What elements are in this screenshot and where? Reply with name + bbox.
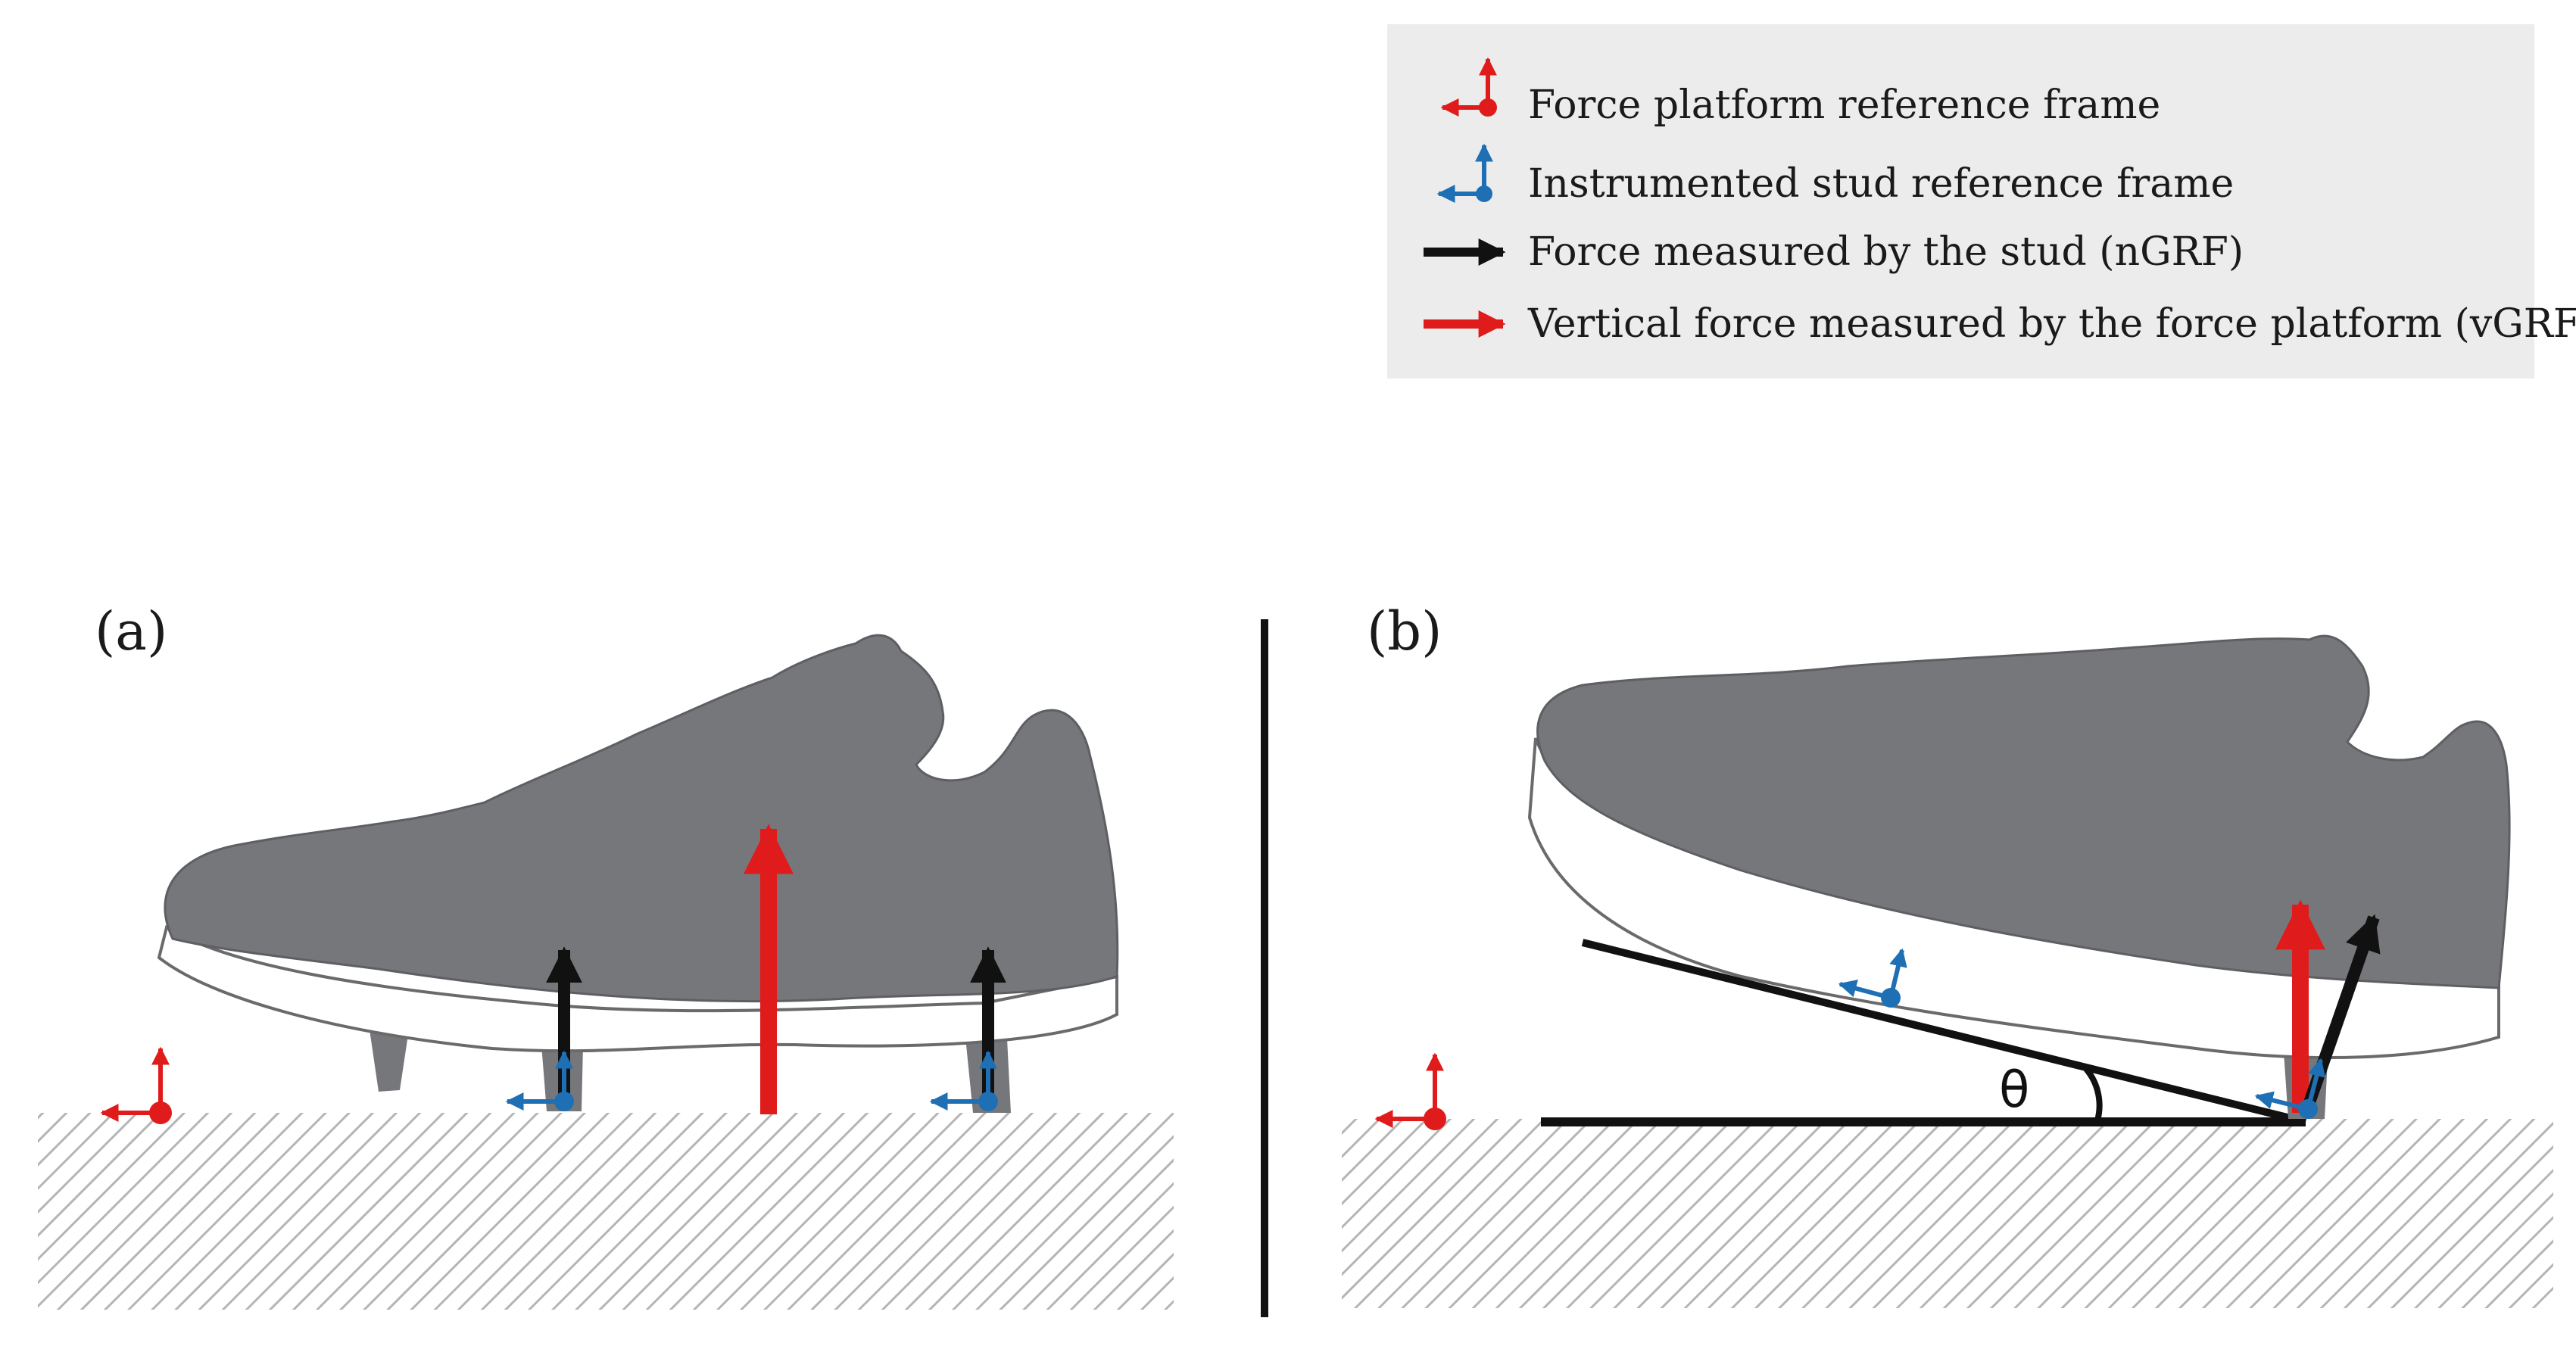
shoe-a [164, 634, 1119, 1003]
stud-front-a [370, 1030, 409, 1092]
legend-label-platform-force: Vertical force measured by the force pla… [1527, 301, 2576, 347]
panel-a: (a) [38, 600, 1174, 1310]
ground-hatch-a [38, 1113, 1174, 1310]
panel-b: (b) θ [1342, 600, 2553, 1308]
ground-hatch-b [1342, 1119, 2553, 1308]
theta-label: θ [1999, 1061, 2029, 1119]
legend-label-force-platform-frame: Force platform reference frame [1528, 83, 2160, 128]
platform-frame-b [1374, 1052, 1446, 1130]
panel-a-label: (a) [95, 600, 167, 662]
legend: Force platform reference frame Instrumen… [1387, 24, 2576, 379]
legend-label-stud-frame: Instrumented stud reference frame [1528, 161, 2234, 207]
sole-a [157, 924, 1118, 1053]
panel-b-label: (b) [1367, 600, 1442, 662]
stud-frame-rear-a [929, 1050, 998, 1111]
shoe-b [1536, 634, 2511, 989]
red-reference-frame-icon [1440, 57, 1497, 117]
platform-frame-a [100, 1046, 172, 1124]
angle-arc-b [2083, 1067, 2103, 1122]
incline-line-b [1581, 939, 2307, 1126]
legend-label-stud-force: Force measured by the stud (nGRF) [1528, 229, 2244, 275]
stud-frame-mid-a [505, 1050, 574, 1111]
stud-frame-rear-b [2254, 1058, 2326, 1119]
stud-frame-mid-b [1838, 948, 1907, 1008]
legend-box [1387, 24, 2534, 379]
blue-reference-frame-icon [1436, 143, 1493, 203]
